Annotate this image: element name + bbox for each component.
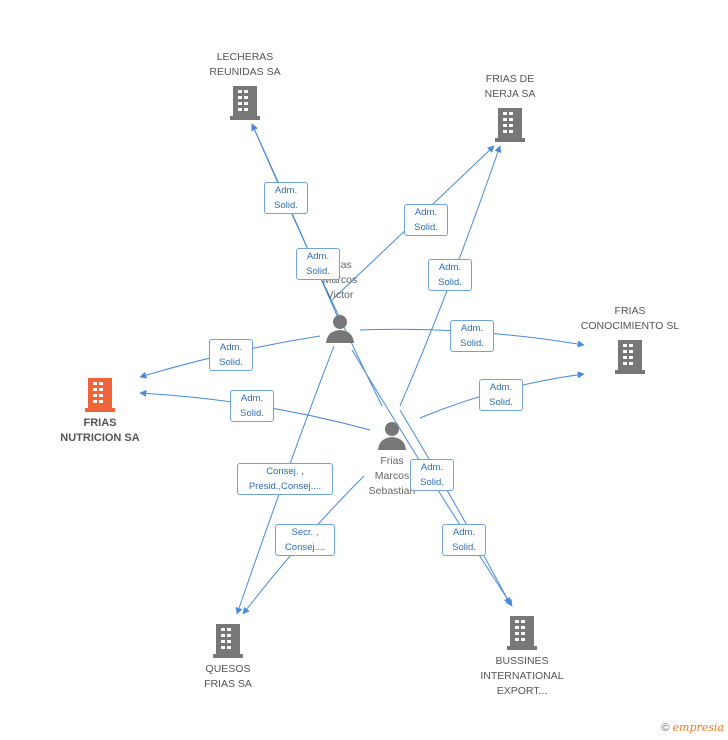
building-icon [472,616,572,650]
relation-badge[interactable]: Secr. ,Consej.... [275,524,335,556]
company-label: LECHERAS REUNIDAS SA [209,51,281,78]
company-label: BUSSINES INTERNATIONAL EXPORT... [480,655,564,697]
person-node-sebastian[interactable]: Frias Marcos Sebastian [352,420,432,499]
building-icon [570,340,690,374]
footer-brand[interactable]: © empresia [661,721,724,734]
relation-badge[interactable]: Adm.Solid. [230,390,274,422]
company-node-quesos[interactable]: QUESOS FRIAS SA [178,624,278,692]
person-icon [300,313,380,343]
copyright-symbol: © [661,722,670,734]
relation-badge[interactable]: Adm.Solid. [442,524,486,556]
building-icon [195,86,295,120]
company-node-frias-conocimiento[interactable]: FRIAS CONOCIMIENTO SL [570,304,690,374]
company-node-frias-nerja[interactable]: FRIAS DE NERJA SA [460,72,560,142]
empresia-logo: empresia [672,721,724,734]
company-label: QUESOS FRIAS SA [204,663,252,690]
relation-badge[interactable]: Adm.Solid. [209,339,253,371]
person-icon [352,420,432,450]
edge-sebastian-bussines [399,409,511,605]
company-node-bussines[interactable]: BUSSINES INTERNATIONAL EXPORT... [472,616,572,699]
relation-badge[interactable]: Adm.Solid. [404,204,448,236]
company-label: FRIAS DE NERJA SA [484,73,536,100]
relation-badge[interactable]: Adm.Solid. [450,320,494,352]
company-label: FRIAS CONOCIMIENTO SL [580,305,680,332]
building-icon [178,624,278,658]
relation-badge[interactable]: Adm.Solid. [296,248,340,280]
company-node-frias-nutricion[interactable]: FRIAS NUTRICION SA [50,378,150,446]
relation-badge[interactable]: Consej. ,Presid.,Consej.... [237,463,333,495]
company-node-lecheras[interactable]: LECHERAS REUNIDAS SA [195,50,295,120]
relation-badge[interactable]: Adm.Solid. [428,259,472,291]
person-label: Frias Marcos Sebastian [368,455,416,497]
relation-badge[interactable]: Adm.Solid. [479,379,523,411]
building-icon [50,378,150,412]
building-icon [460,108,560,142]
relation-badge[interactable]: Adm.Solid. [264,182,308,214]
company-label: FRIAS NUTRICION SA [60,417,140,444]
relation-badge[interactable]: Adm.Solid. [410,459,454,491]
